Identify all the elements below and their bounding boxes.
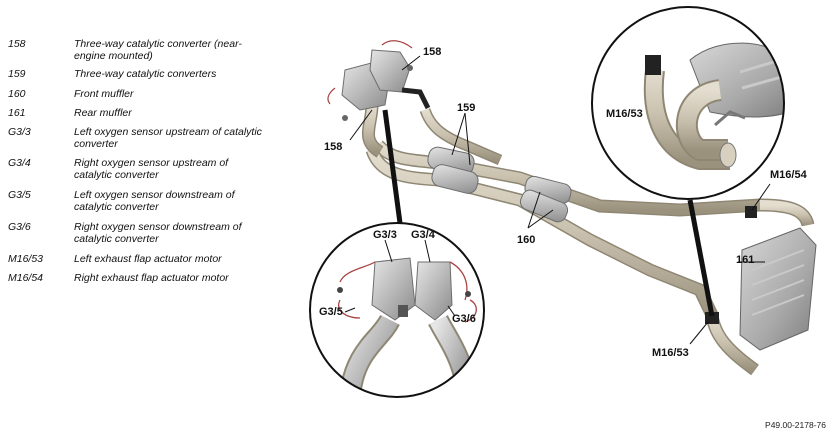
legend-description: Rear muffler <box>74 107 132 119</box>
legend-description: Right exhaust flap actuator motor <box>74 272 229 284</box>
legend-code: M16/53 <box>8 253 44 265</box>
legend-code: M16/54 <box>8 272 44 284</box>
callout-g3-5: G3/5 <box>319 306 343 318</box>
callout-160: 160 <box>517 234 535 246</box>
legend: 158 Three-way catalytic converter (near-… <box>0 0 300 300</box>
callout-g3-4: G3/4 <box>411 229 436 241</box>
catalytic-converters-159 <box>427 146 479 194</box>
legend-description: Front muffler <box>74 88 134 100</box>
callout-161: 161 <box>736 254 754 266</box>
legend-code: G3/3 <box>8 126 31 138</box>
callout-159: 159 <box>457 102 475 114</box>
callout-g3-3: G3/3 <box>373 229 397 241</box>
inset-connector-top <box>687 199 715 317</box>
legend-description: Right oxygen sensor downstream of cataly… <box>74 221 242 245</box>
legend-code: G3/6 <box>8 221 31 233</box>
main-pipe-assembly <box>362 104 815 376</box>
inset-connector-bottom <box>382 109 403 224</box>
legend-code: 160 <box>8 88 26 100</box>
legend-description: Three-way catalytic converter (near-engi… <box>74 38 242 62</box>
leader-lines <box>349 55 771 345</box>
figure-id: P49.00-2178-76 <box>765 420 826 430</box>
inset-rear-flap-detail <box>591 6 785 200</box>
callout-m16-53: M16/53 <box>652 347 689 359</box>
legend-code: 161 <box>8 107 26 119</box>
rear-muffler-161 <box>739 227 817 351</box>
near-engine-catalytic-converter-158 <box>327 40 431 121</box>
front-muffler-160 <box>519 175 572 223</box>
callout-g3-6: G3/6 <box>452 313 476 325</box>
callout-m16-53-inset: M16/53 <box>606 108 643 120</box>
legend-description: Left oxygen sensor upstream of catalytic… <box>74 126 262 150</box>
legend-description: Three-way catalytic converters <box>74 68 217 80</box>
actuator-motor-m16-53 <box>705 312 719 324</box>
legend-code: 159 <box>8 68 26 80</box>
legend-code: G3/4 <box>8 157 31 169</box>
callout-158-left: 158 <box>324 141 342 153</box>
legend-description: Right oxygen sensor upstream of catalyti… <box>74 157 229 181</box>
legend-description: Left oxygen sensor downstream of catalyt… <box>74 189 235 213</box>
legend-code: G3/5 <box>8 189 31 201</box>
actuator-motor-m16-54 <box>745 206 757 218</box>
callout-158-top: 158 <box>423 46 441 58</box>
legend-description: Left exhaust flap actuator motor <box>74 253 222 265</box>
legend-code: 158 <box>8 38 26 50</box>
callout-m16-54: M16/54 <box>770 169 808 181</box>
